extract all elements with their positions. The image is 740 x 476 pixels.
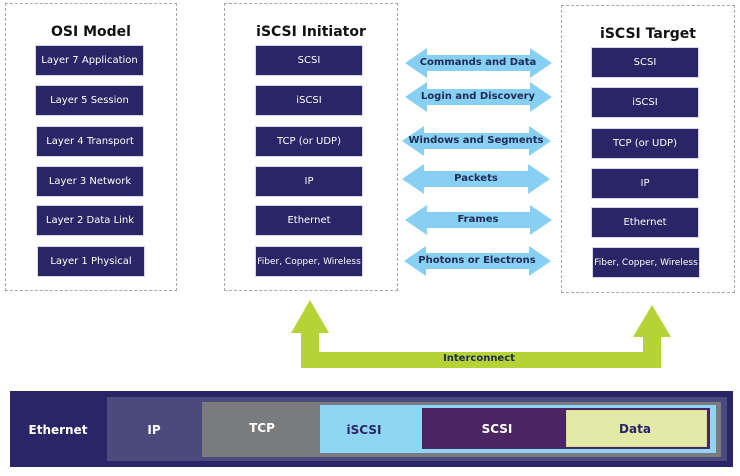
double-arrow-icon — [405, 205, 552, 235]
osi-layer: Layer 7 Application — [36, 46, 143, 75]
double-arrow-icon — [402, 126, 551, 156]
target-layer: iSCSI — [592, 88, 698, 117]
enc-data — [567, 411, 706, 446]
enc-ip-label: IP — [147, 423, 161, 437]
arrow-label: Packets — [454, 173, 498, 184]
double-arrow-icon — [402, 164, 550, 194]
arrow-label: Frames — [457, 214, 499, 225]
initiator-layer: SCSI — [256, 46, 362, 75]
enc-tcp-label: TCP — [249, 421, 275, 435]
double-arrow-icon — [404, 246, 551, 276]
osi-layer: Layer 3 Network — [37, 167, 143, 196]
osi-model-panel: OSI Model — [5, 3, 177, 291]
double-arrow-icon — [405, 48, 552, 78]
osi-layer: Layer 2 Data Link — [37, 206, 143, 235]
iscsi-target-title: iSCSI Target — [600, 26, 696, 42]
target-layer: Ethernet — [592, 208, 698, 237]
iscsi-target-panel: iSCSI Target — [561, 5, 735, 293]
osi-model-title: OSI Model — [51, 24, 131, 40]
arrow-label: Windows and Segments — [408, 135, 544, 146]
double-arrow-icon — [405, 82, 552, 112]
target-layer: IP — [592, 169, 698, 198]
enc-ethernet-label: Ethernet — [28, 423, 88, 437]
arrow-label: Login and Discovery — [420, 91, 536, 102]
osi-layer: Layer 4 Transport — [37, 127, 143, 156]
initiator-layer: iSCSI — [256, 86, 362, 115]
target-layer: SCSI — [592, 48, 698, 77]
arrow-label: Photons or Electrons — [418, 255, 536, 266]
initiator-layer: Fiber, Copper, Wireless — [256, 247, 362, 276]
enc-iscsi-label: iSCSI — [346, 423, 382, 437]
arrow-label: Commands and Data — [419, 57, 537, 68]
target-layer: TCP (or UDP) — [592, 129, 698, 158]
osi-layer: Layer 5 Session — [36, 86, 143, 115]
initiator-layer: TCP (or UDP) — [256, 127, 362, 156]
initiator-layer: Ethernet — [256, 206, 362, 235]
target-layer: Fiber, Copper, Wireless — [593, 248, 699, 277]
osi-layer: Layer 1 Physical — [38, 247, 144, 276]
interconnect-label: Interconnect — [443, 353, 515, 364]
iscsi-initiator-title: iSCSI Initiator — [256, 24, 366, 40]
initiator-layer: IP — [256, 167, 362, 196]
enc-data-label: Data — [619, 422, 651, 436]
interconnect-arrow — [291, 300, 671, 368]
enc-scsi-label: SCSI — [481, 422, 513, 436]
iscsi-initiator-panel: iSCSI Initiator — [224, 3, 398, 291]
